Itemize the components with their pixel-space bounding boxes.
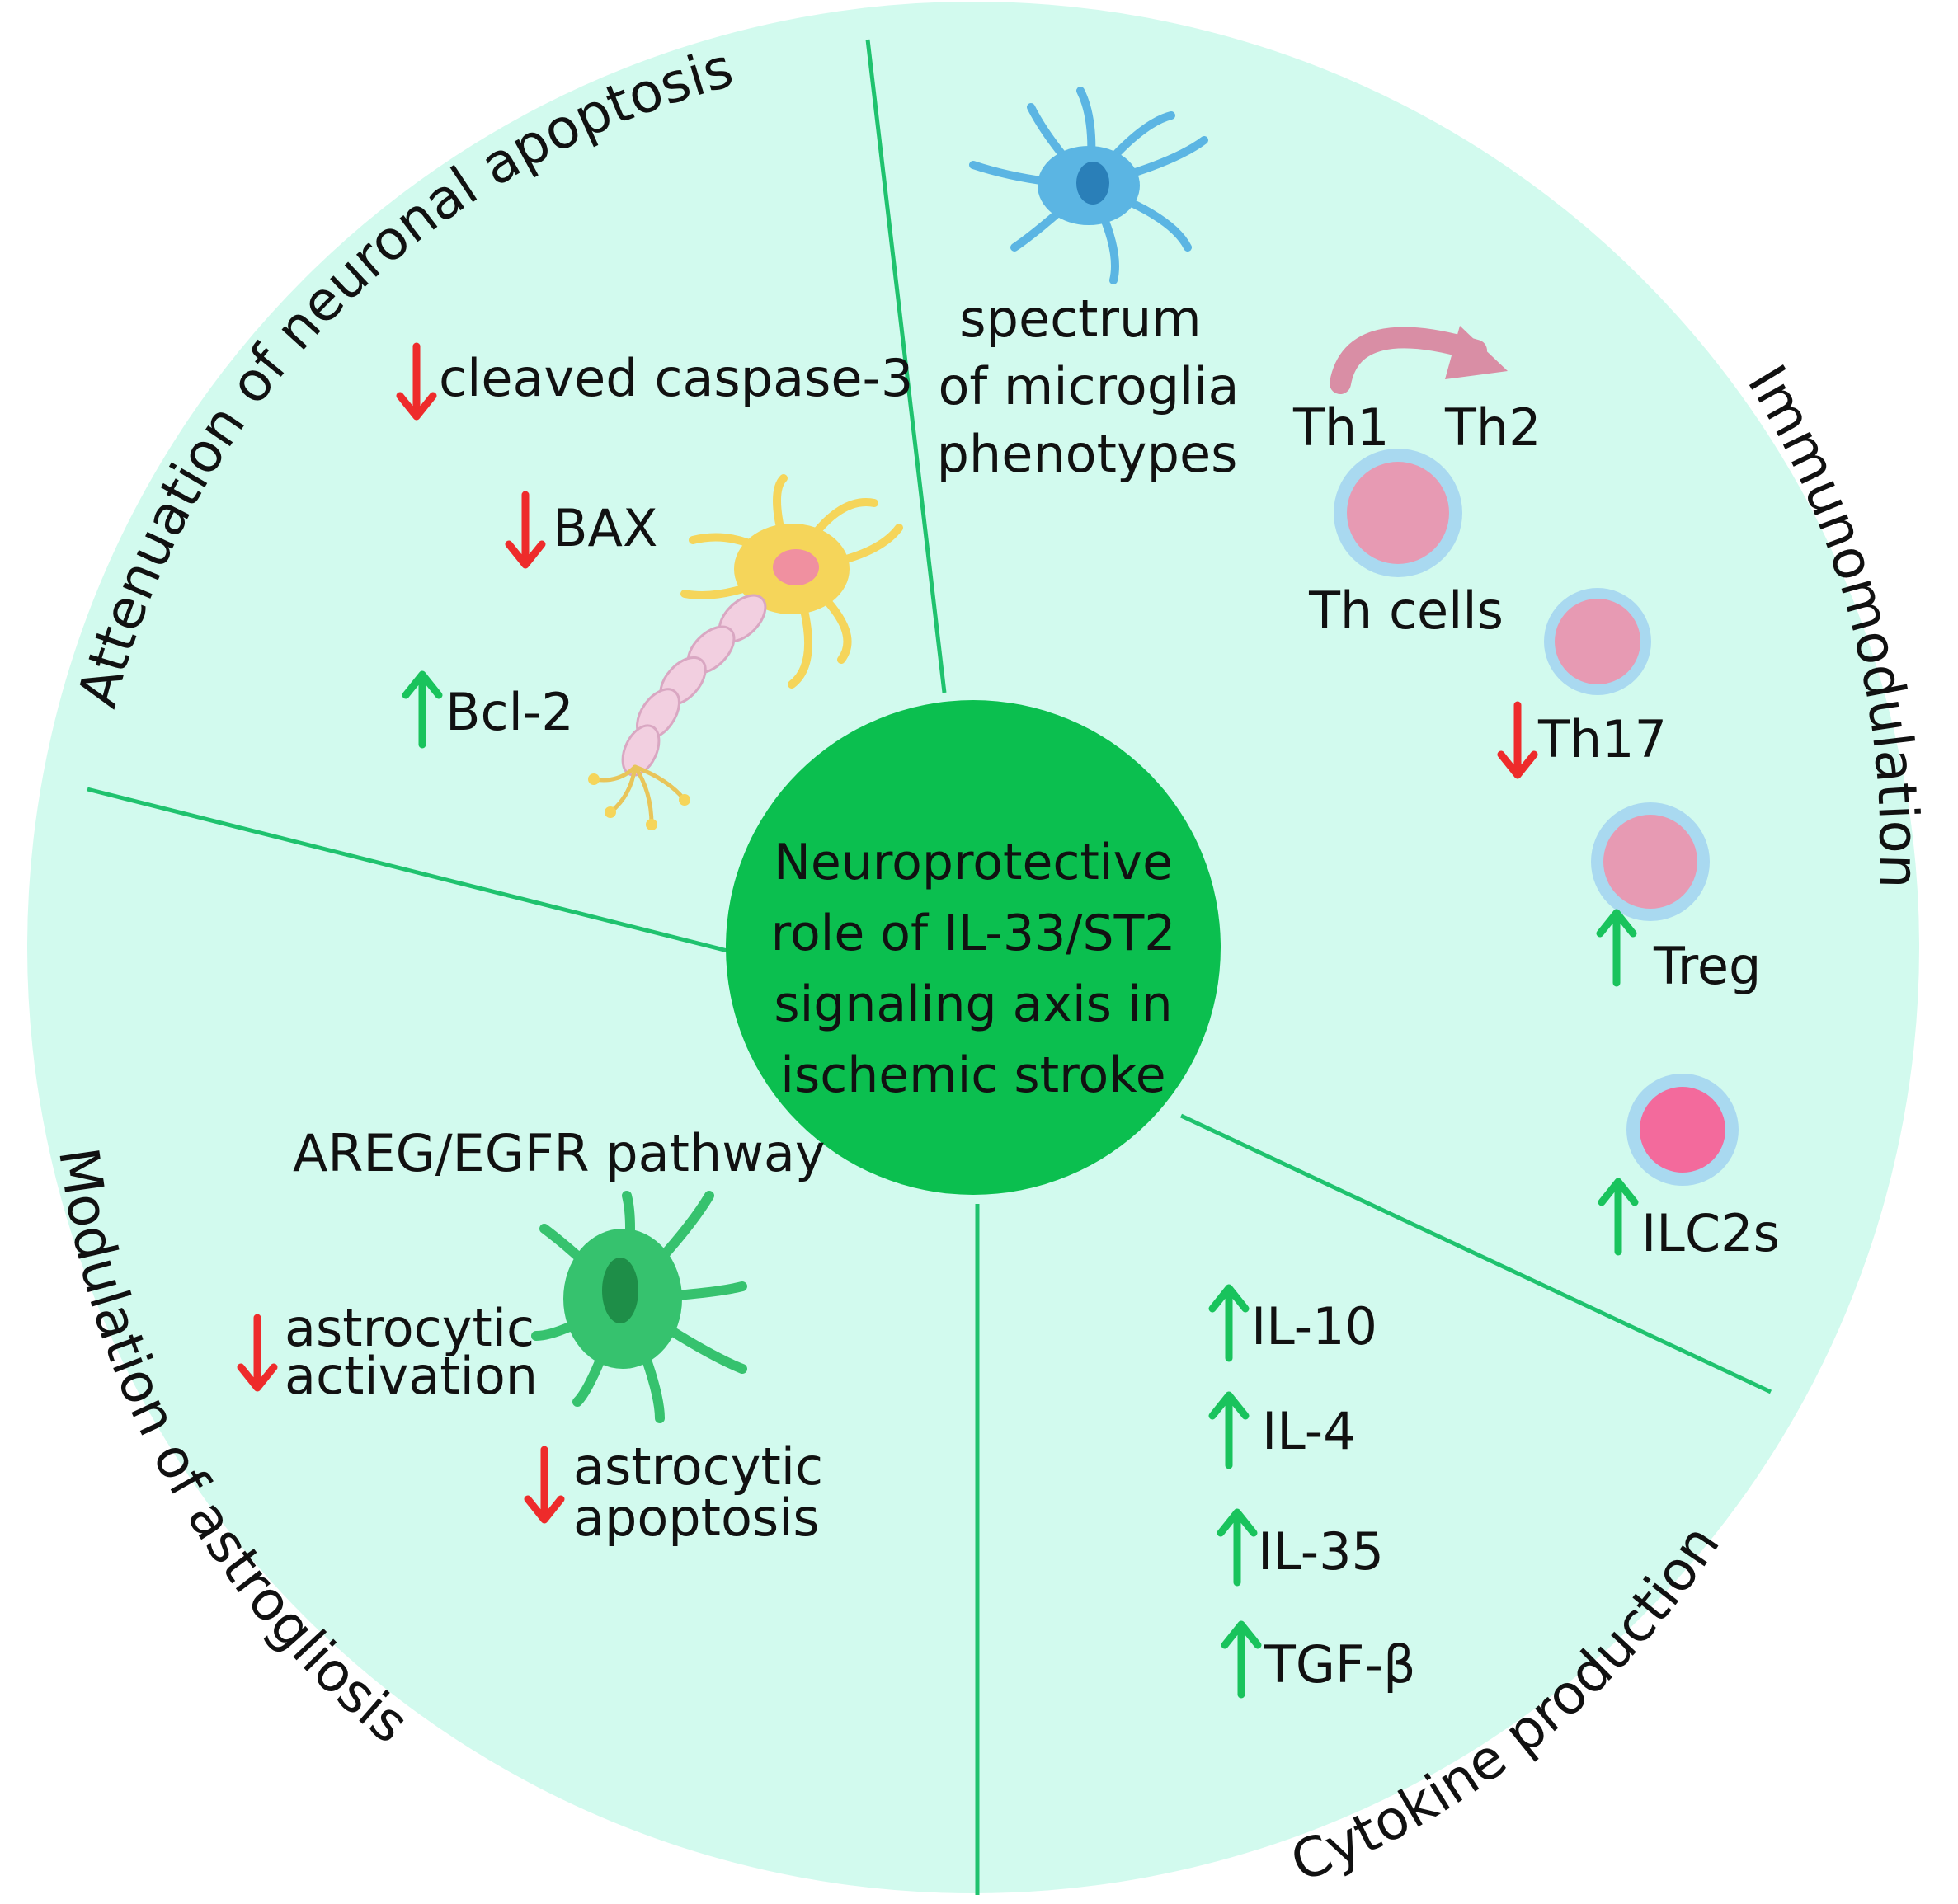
center-title-line-4: ischemic stroke: [780, 1046, 1165, 1104]
treg-label: Treg: [1653, 936, 1761, 996]
ilc2s-label: ILC2s: [1641, 1203, 1780, 1263]
cytokine-il35: IL-35: [1258, 1521, 1384, 1582]
arrow-down-icon: [396, 342, 437, 421]
areg-egfr-pathway-label: AREG/EGFR pathway: [293, 1123, 826, 1183]
th17-label: Th17: [1537, 709, 1667, 769]
arrow-down-icon: [1497, 701, 1538, 779]
th-switch-arrow-icon: [1330, 326, 1508, 394]
cytokine-il4: IL-4: [1262, 1401, 1356, 1461]
th-cells-label: Th cells: [1308, 581, 1504, 641]
arrow-up-icon: [1208, 1284, 1250, 1362]
section-cytokine: IL-10 IL-4 IL-35 TGF-β: [1208, 1284, 1416, 1699]
center-title-line-1: Neuroprotective: [774, 834, 1173, 891]
astro-item2-line-1: astrocytic: [573, 1436, 823, 1497]
arrow-up-icon: [1217, 1508, 1258, 1587]
section-immunomodulation: spectrum of microglia phenotypes Th1 Th2…: [937, 87, 1780, 1263]
microglia-label-line-2: of microglia: [938, 356, 1239, 416]
microglia-label-line-3: phenotypes: [937, 424, 1238, 484]
astro-item1-line-2: activation: [285, 1346, 538, 1406]
section-apoptosis: cleaved caspase-3 BAX Bcl-2: [396, 342, 913, 830]
microglia-label-line-1: spectrum: [959, 289, 1201, 349]
apoptosis-item-caspase3: cleaved caspase-3: [439, 348, 913, 408]
apoptosis-item-bcl2: Bcl-2: [445, 682, 574, 742]
astro-item1-line-1: astrocytic: [285, 1298, 534, 1358]
arrow-up-icon: [1598, 1178, 1639, 1256]
arrow-down-icon: [524, 1446, 565, 1524]
th17-cell-icon: [1544, 588, 1651, 695]
arrow-down-icon: [505, 491, 546, 569]
center-title-line-2: role of IL-33/ST2: [771, 905, 1176, 962]
th2-label: Th2: [1444, 397, 1541, 458]
section-astrogliosis: AREG/EGFR pathway astrocytic activation: [237, 1123, 826, 1548]
ilc2-cell-icon: [1626, 1074, 1739, 1186]
microglia-icon: [969, 87, 1208, 284]
neuron-icon: [588, 474, 903, 830]
astro-item2-line-2: apoptosis: [573, 1488, 820, 1548]
apoptosis-item-bax: BAX: [553, 498, 657, 558]
center-circle: Neuroprotective role of IL-33/ST2 signal…: [726, 700, 1221, 1195]
arrow-up-icon: [402, 670, 443, 749]
cytokine-il10: IL-10: [1251, 1296, 1377, 1356]
center-title-line-3: signaling axis in: [774, 976, 1172, 1033]
arrow-up-icon: [1221, 1620, 1262, 1699]
th1-label: Th1: [1292, 397, 1390, 458]
th-cell-icon: [1334, 449, 1462, 577]
arrow-up-icon: [1208, 1391, 1250, 1469]
section-dividers: [87, 39, 1772, 1895]
treg-cell-icon: [1591, 802, 1710, 921]
cytokine-tgfb: TGF-β: [1264, 1634, 1416, 1695]
arrow-down-icon: [237, 1314, 278, 1392]
astrocyte-icon: [531, 1191, 747, 1423]
arrow-up-icon: [1596, 909, 1637, 987]
